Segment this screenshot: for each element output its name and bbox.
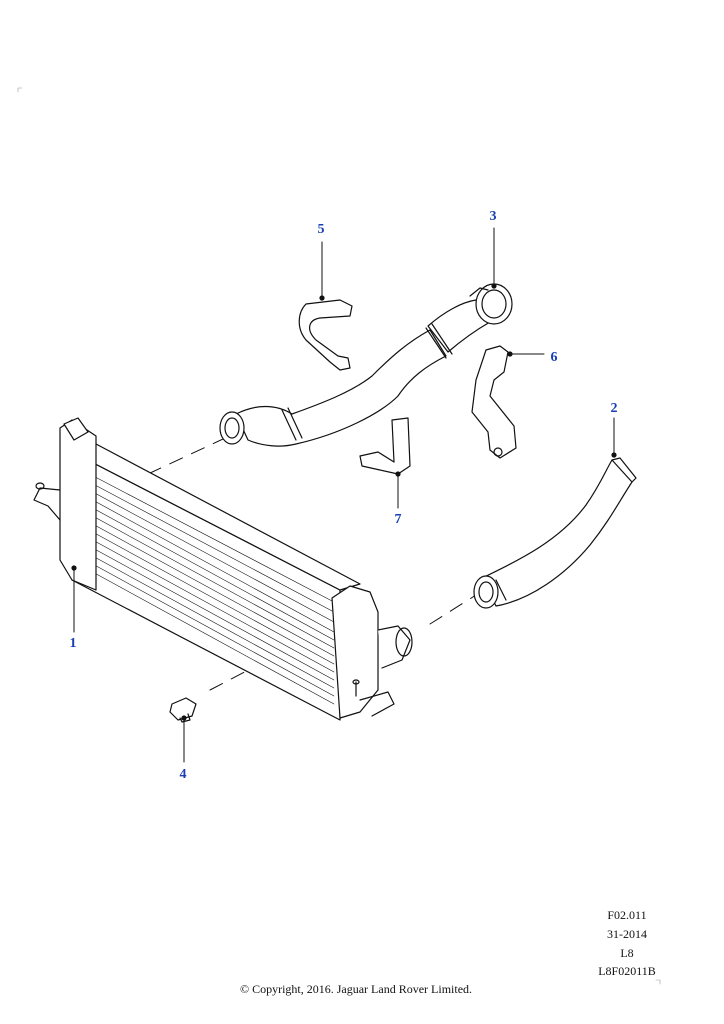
copyright-notice: © Copyright, 2016. Jaguar Land Rover Lim… bbox=[239, 982, 473, 996]
drawing-id: L8F02011B bbox=[598, 964, 656, 978]
callout-6: 6 bbox=[550, 350, 558, 365]
leader-lines bbox=[73, 227, 615, 763]
callout-2: 2 bbox=[610, 401, 618, 416]
date-code: 31-2014 bbox=[607, 927, 647, 941]
bracket-6 bbox=[471, 345, 517, 459]
crop-marks bbox=[17, 87, 661, 985]
callout-4: 4 bbox=[179, 767, 187, 782]
figure-code: F02.011 bbox=[607, 908, 647, 922]
intercooler bbox=[33, 417, 413, 721]
intercooler-fins bbox=[77, 467, 335, 705]
bracket-7 bbox=[359, 417, 411, 477]
callout-7: 7 bbox=[394, 512, 402, 527]
bolt bbox=[169, 697, 197, 723]
model-code: L8 bbox=[620, 946, 634, 960]
upper-hose bbox=[219, 283, 513, 447]
callout-5: 5 bbox=[317, 222, 325, 237]
callout-1: 1 bbox=[69, 636, 77, 651]
bracket-5 bbox=[298, 295, 353, 371]
lower-hose bbox=[473, 452, 637, 609]
callout-3: 3 bbox=[489, 209, 497, 224]
